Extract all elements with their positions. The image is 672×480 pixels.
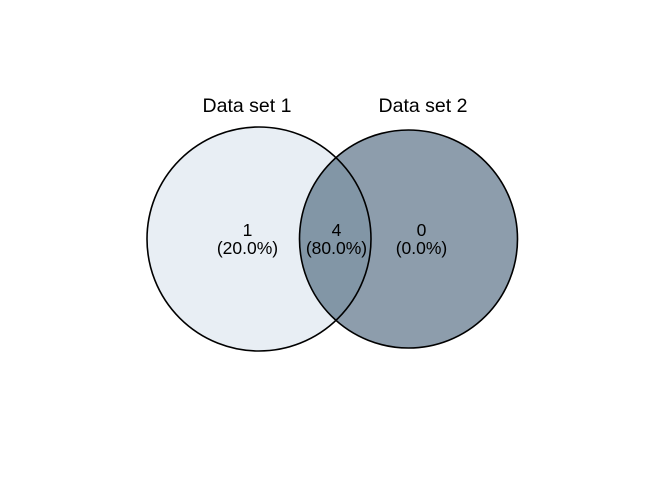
set1-only-count: 1 [243, 220, 253, 240]
overlap-count: 4 [332, 220, 342, 240]
set2-only-count: 0 [417, 220, 427, 240]
set1-circle-outline [146, 126, 372, 352]
set1-only-percent: (20.0%) [217, 238, 278, 258]
overlap-percent: (80.0%) [306, 238, 367, 258]
set2-circle-outline [298, 129, 519, 349]
overlap-lens-fill [299, 157, 371, 321]
set2-only-percent: (0.0%) [396, 238, 448, 258]
set2-title: Data set 2 [379, 95, 468, 117]
set1-title: Data set 1 [203, 95, 292, 117]
